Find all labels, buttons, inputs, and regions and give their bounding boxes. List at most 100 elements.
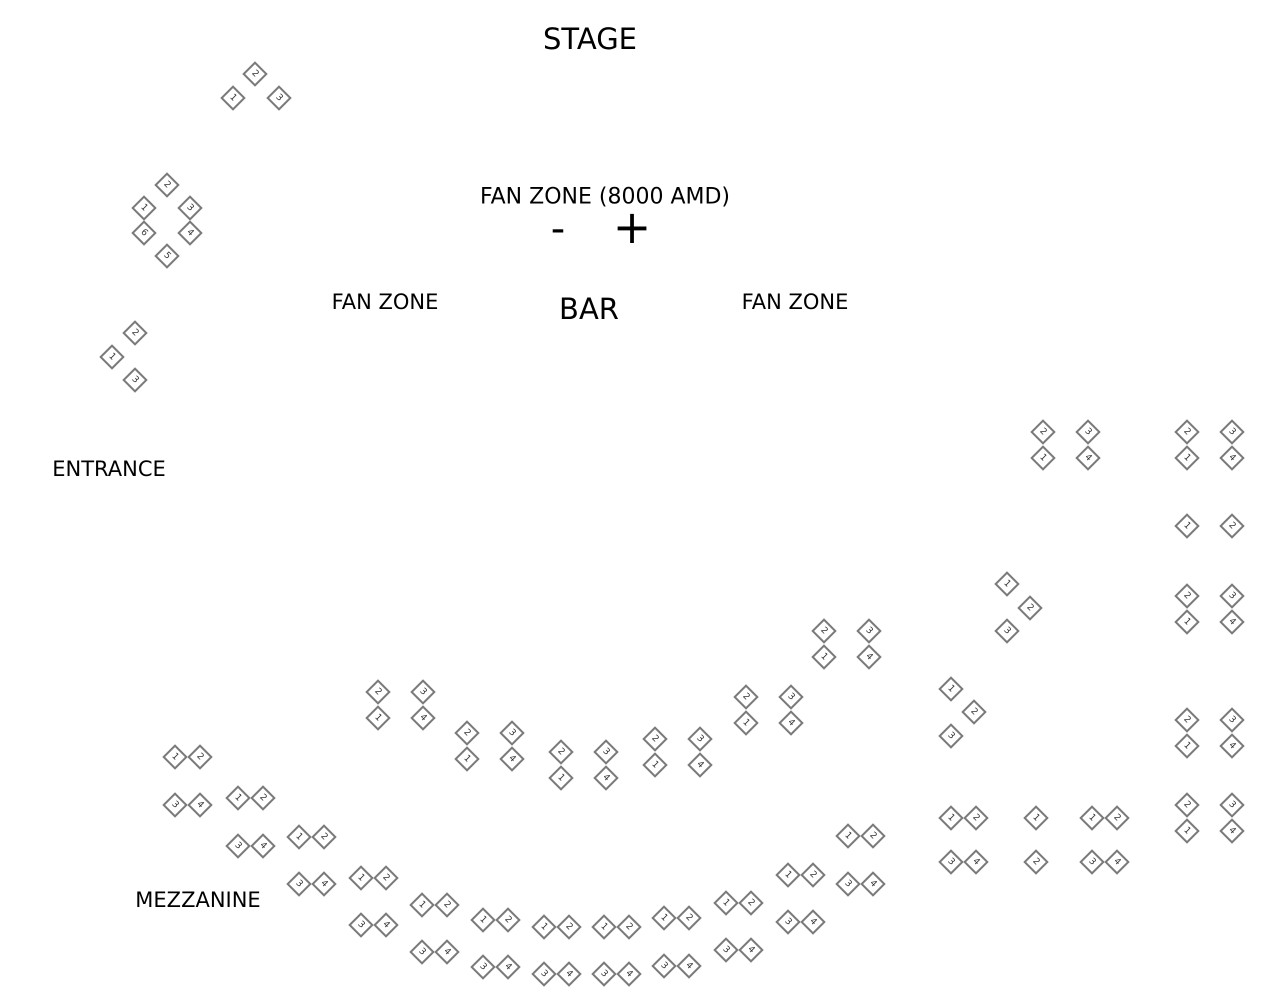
seat[interactable]: 3: [994, 618, 1020, 644]
seat[interactable]: 3: [856, 618, 882, 644]
seat[interactable]: 1: [713, 890, 739, 916]
seat[interactable]: 4: [778, 710, 804, 736]
seat[interactable]: 2: [616, 914, 642, 940]
seat[interactable]: 4: [616, 961, 642, 987]
seat[interactable]: 1: [1174, 733, 1200, 759]
seat[interactable]: 2: [860, 823, 886, 849]
seat[interactable]: 3: [162, 792, 188, 818]
seat[interactable]: 2: [1174, 419, 1200, 445]
seat[interactable]: 3: [531, 961, 557, 987]
seat[interactable]: 1: [131, 195, 157, 221]
seat[interactable]: 1: [470, 907, 496, 933]
seat[interactable]: 1: [365, 705, 391, 731]
seat[interactable]: 3: [1219, 792, 1245, 818]
seat[interactable]: 3: [938, 723, 964, 749]
seat[interactable]: 1: [99, 344, 125, 370]
seat[interactable]: 4: [187, 792, 213, 818]
seat[interactable]: 4: [1219, 733, 1245, 759]
seat[interactable]: 3: [1219, 419, 1245, 445]
seat[interactable]: 2: [495, 907, 521, 933]
seat[interactable]: 3: [775, 909, 801, 935]
seat[interactable]: 3: [470, 954, 496, 980]
seat[interactable]: 1: [220, 85, 246, 111]
seat[interactable]: 2: [961, 699, 987, 725]
seat[interactable]: 1: [1023, 805, 1049, 831]
seat[interactable]: 2: [642, 726, 668, 752]
zoom-out-button[interactable]: -: [550, 206, 566, 252]
seat[interactable]: 1: [348, 865, 374, 891]
seat[interactable]: 4: [1075, 445, 1101, 471]
seat[interactable]: 1: [733, 710, 759, 736]
seat[interactable]: 3: [687, 726, 713, 752]
fan-zone-left-label[interactable]: FAN ZONE: [331, 290, 439, 314]
seat[interactable]: 1: [938, 676, 964, 702]
seat[interactable]: 6: [131, 220, 157, 246]
seat[interactable]: 4: [495, 954, 521, 980]
seat[interactable]: 3: [409, 939, 435, 965]
seat[interactable]: 2: [1174, 707, 1200, 733]
seat[interactable]: 2: [242, 61, 268, 87]
seat[interactable]: 1: [409, 892, 435, 918]
seat[interactable]: 1: [938, 805, 964, 831]
seat[interactable]: 2: [811, 618, 837, 644]
seat[interactable]: 3: [266, 85, 292, 111]
seat[interactable]: 1: [591, 914, 617, 940]
seat[interactable]: 2: [1104, 805, 1130, 831]
seat[interactable]: 4: [499, 746, 525, 772]
seat[interactable]: 1: [1030, 445, 1056, 471]
seat[interactable]: 3: [225, 833, 251, 859]
seat[interactable]: 3: [1219, 583, 1245, 609]
seat[interactable]: 2: [365, 679, 391, 705]
seat[interactable]: 3: [593, 739, 619, 765]
seat[interactable]: 3: [591, 961, 617, 987]
seat[interactable]: 2: [963, 805, 989, 831]
seat[interactable]: 2: [154, 172, 180, 198]
seat[interactable]: 4: [177, 220, 203, 246]
seat[interactable]: 2: [187, 744, 213, 770]
seat[interactable]: 3: [938, 849, 964, 875]
seat[interactable]: 4: [250, 833, 276, 859]
fan-zone-right-label[interactable]: FAN ZONE: [741, 290, 849, 314]
seat[interactable]: 3: [1219, 707, 1245, 733]
seat[interactable]: 3: [348, 912, 374, 938]
seat[interactable]: 2: [1017, 595, 1043, 621]
seat[interactable]: 1: [548, 765, 574, 791]
seat[interactable]: 1: [994, 571, 1020, 597]
seat[interactable]: 4: [373, 912, 399, 938]
seat[interactable]: 2: [676, 905, 702, 931]
seat[interactable]: 3: [410, 679, 436, 705]
seat[interactable]: 2: [800, 862, 826, 888]
seat[interactable]: 4: [860, 871, 886, 897]
zoom-in-button[interactable]: +: [612, 200, 652, 254]
seat[interactable]: 2: [373, 865, 399, 891]
seat[interactable]: 1: [811, 644, 837, 670]
fan-zone-price-label[interactable]: FAN ZONE (8000 AMD): [480, 184, 730, 210]
seat[interactable]: 2: [556, 914, 582, 940]
seat[interactable]: 1: [642, 752, 668, 778]
seat[interactable]: 4: [593, 765, 619, 791]
seat[interactable]: 2: [250, 785, 276, 811]
seat[interactable]: 2: [1219, 513, 1245, 539]
seat[interactable]: 1: [775, 862, 801, 888]
seat[interactable]: 4: [434, 939, 460, 965]
seat[interactable]: 4: [738, 937, 764, 963]
seat[interactable]: 1: [1174, 818, 1200, 844]
seat[interactable]: 4: [556, 961, 582, 987]
seat[interactable]: 3: [122, 367, 148, 393]
seat[interactable]: 3: [713, 937, 739, 963]
seat[interactable]: 4: [1104, 849, 1130, 875]
seat[interactable]: 4: [410, 705, 436, 731]
seat[interactable]: 1: [1174, 609, 1200, 635]
seat[interactable]: 4: [856, 644, 882, 670]
seat[interactable]: 2: [733, 684, 759, 710]
seat[interactable]: 3: [1079, 849, 1105, 875]
seat[interactable]: 3: [778, 684, 804, 710]
seat[interactable]: 3: [499, 720, 525, 746]
seat[interactable]: 3: [835, 871, 861, 897]
seat[interactable]: 4: [800, 909, 826, 935]
seat[interactable]: 1: [1174, 513, 1200, 539]
seat[interactable]: 5: [154, 243, 180, 269]
seat[interactable]: 1: [835, 823, 861, 849]
seat[interactable]: 3: [1075, 419, 1101, 445]
seat[interactable]: 1: [454, 746, 480, 772]
